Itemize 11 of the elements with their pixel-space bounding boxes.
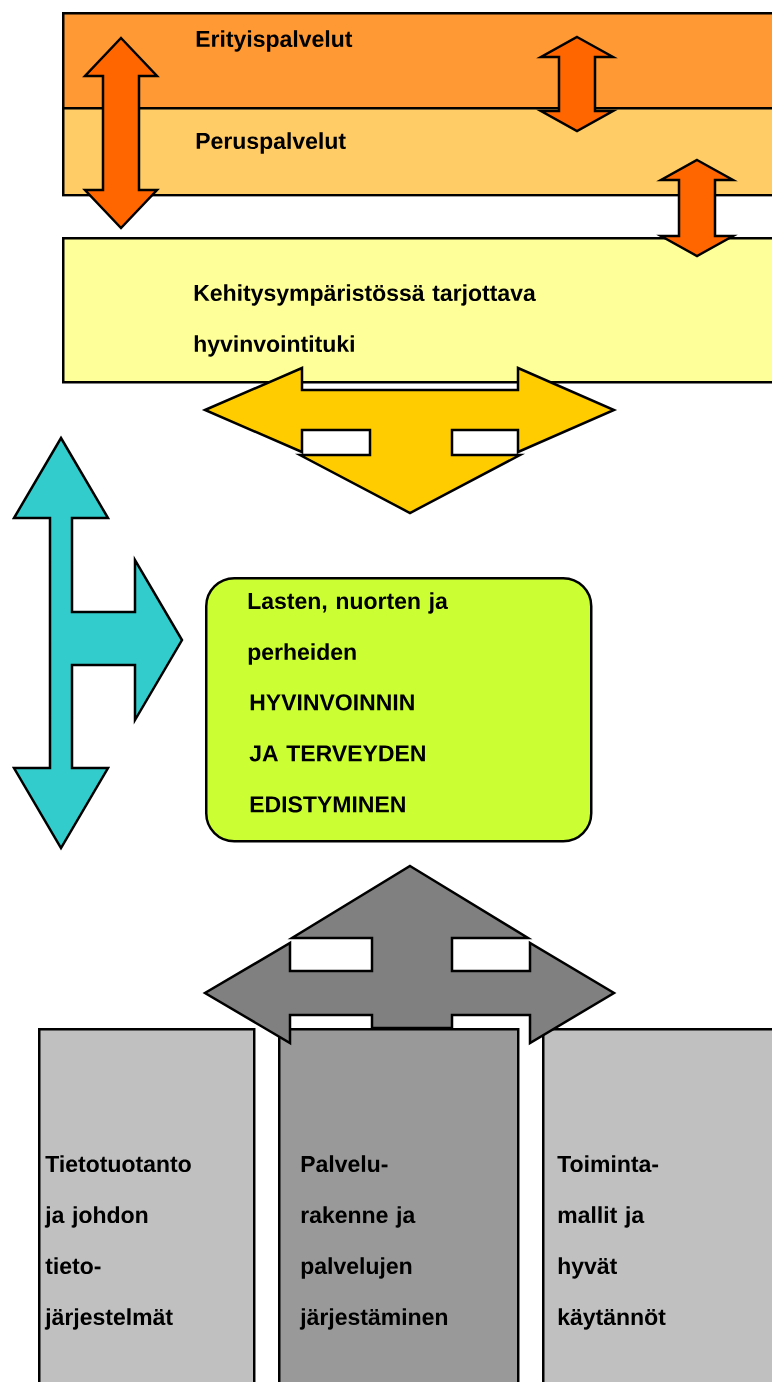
service-column: Toiminta- mallit ja hyvät käytännöt: [542, 1028, 772, 1382]
service-band: Peruspalvelut: [62, 107, 772, 197]
block-arrow: [82, 36, 160, 230]
service-column: Tietotuotanto ja johdon tieto- järjestelmät: [38, 1028, 256, 1382]
service-column: Palvelu- rakenne ja palvelujen järjestäminen: [278, 1028, 520, 1382]
center-box: Lasten, nuorten ja perheiden HYVINVOINNIN JA TERVEYDEN EDISTYMINEN: [205, 577, 593, 843]
service-band: Erityispalvelut: [62, 12, 772, 110]
block-arrow: [656, 158, 738, 258]
service-band: Kehitysympäristössä tarjottava hyvinvointituki: [62, 237, 772, 384]
block-arrow: [202, 864, 617, 1046]
block-arrow: [536, 35, 618, 133]
